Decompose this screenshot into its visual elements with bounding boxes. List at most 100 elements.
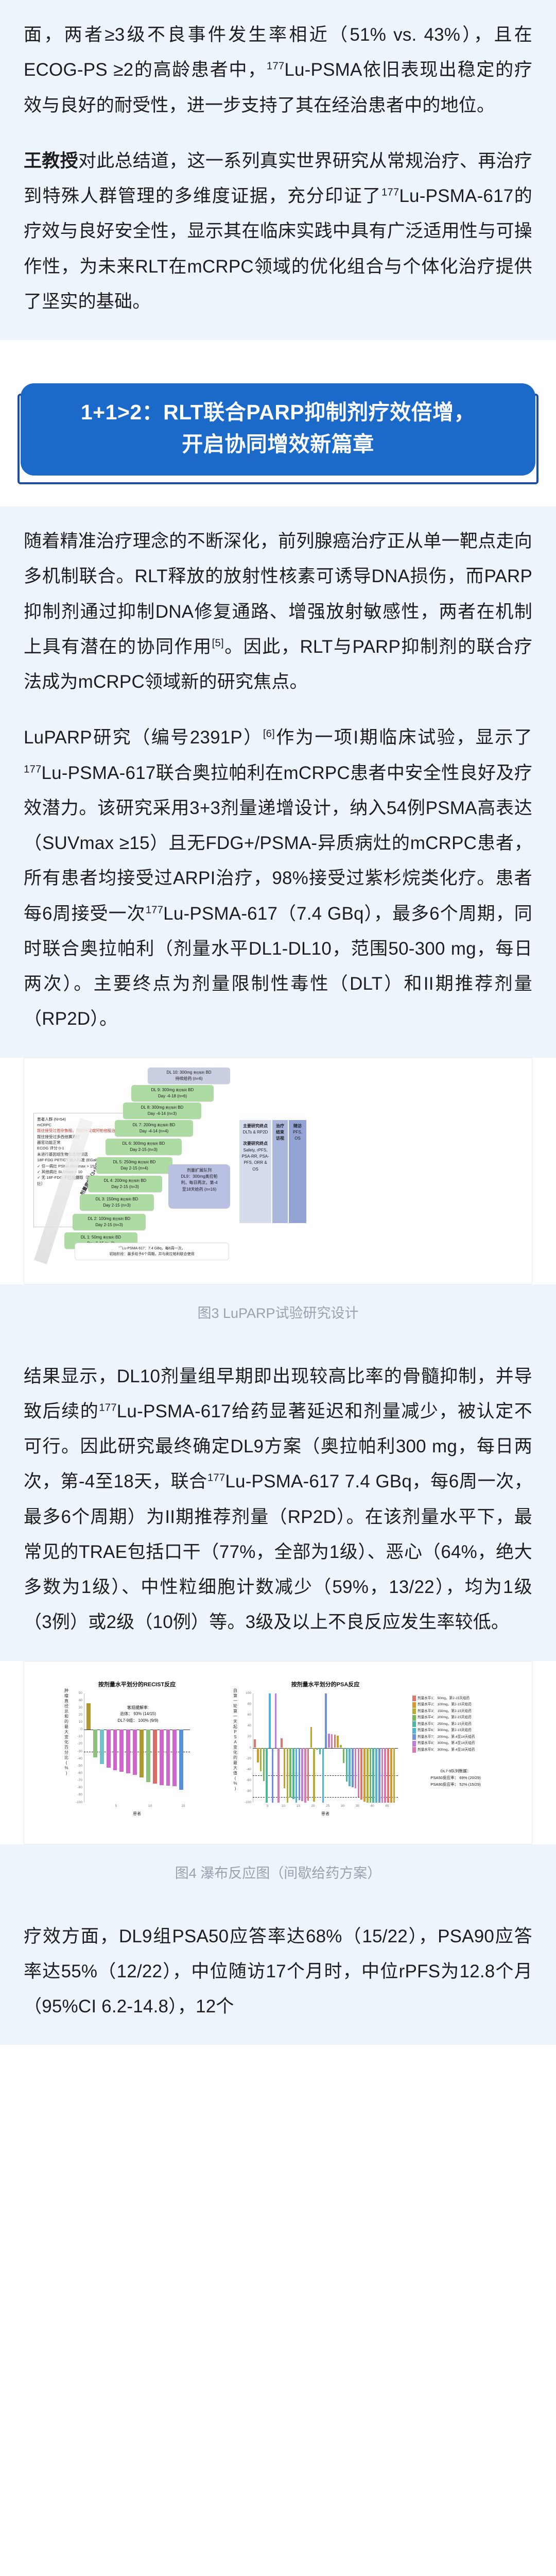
footnote-line-1: 177Lu-PSMA-617：7.4 GBq，每6周一次。 [118, 1245, 185, 1250]
chart-bar [266, 1748, 268, 1803]
paragraph-4: LuPARP研究（编号2391P）[6]作为一项I期临床试验，显示了177Lu-… [24, 720, 532, 1037]
superscript-ref: 177 [24, 763, 42, 775]
figure4-caption: 图4 瀑布反应图（间歇给药方案） [0, 1844, 556, 1882]
dose-level-drug: 奥拉帕利 [112, 1217, 124, 1221]
legend-item: 剂量水平7： 200mg，第-4至14天给药 [412, 1734, 475, 1741]
text-run: 面，两者≥3级不良事件发生率相近（51% vs. 43%），且在ECOG-PS … [24, 25, 532, 80]
chart-bar [372, 1748, 374, 1803]
text-run: 。因此，RLT与PARP抑制剂的联合疗法成为mCRPC领域新的研究焦点。 [24, 636, 532, 692]
text-card-top: 面，两者≥3级不良事件发生率相近（51% vs. 43%），且在ECOG-PS … [0, 0, 556, 340]
orr-annotation: 客观缓解率:总体： 93% (14/15)DL7-9组： 100% (9/9) [117, 1705, 159, 1723]
y-tick-label: -50 [77, 1764, 82, 1768]
dose-level-bd: BD [141, 1178, 147, 1183]
legend-label: 剂量水平3： 150mg，第2-15天给药 [418, 1709, 472, 1713]
expansion-title: 剂量扩展队列 [187, 1167, 212, 1173]
banner-line-2: 开启协同增效新篇章 [182, 432, 374, 456]
chart-bar [269, 1693, 271, 1748]
x-tick-label: 45 [385, 1804, 389, 1808]
chart-bar [307, 1748, 309, 1801]
dose-level-schedule: 持续给药 (n=6) [175, 1076, 203, 1081]
y-tick-label: -60 [77, 1771, 82, 1775]
dose-level-schedule: Day 2-15 (n=3) [103, 1202, 131, 1208]
chart-bar [281, 1738, 283, 1748]
x-tick-label: 35 [355, 1804, 359, 1808]
y-tick-label: -80 [77, 1786, 82, 1790]
chart-bar [325, 1693, 327, 1748]
x-tick-label: 15 [296, 1804, 300, 1808]
chart-bar [179, 1730, 184, 1790]
legend-item: 剂量水平9： 300mg，第-4至18天给药 [412, 1747, 475, 1754]
chart-bar [106, 1730, 111, 1768]
chart-bar [304, 1748, 306, 1803]
dosing-footnote-box: 177Lu-PSMA-617：7.4 GBq，每6周一次。初始阶段：最多给予6个… [75, 1242, 229, 1260]
y-tick-label: -10 [77, 1735, 82, 1739]
chart-bar [113, 1730, 117, 1771]
x-tick-label: 15 [181, 1804, 185, 1808]
chart-bar [159, 1730, 164, 1785]
chart-bar [313, 1748, 315, 1802]
dose-level-bd: BD [125, 1216, 131, 1221]
y-tick-label: -60 [246, 1778, 251, 1783]
primary-endpoint-title: 主要研究终点 [243, 1123, 268, 1128]
x-tick-label: 25 [326, 1804, 330, 1808]
emphasis-text: 王教授 [24, 150, 78, 171]
dose-level-bd: BD [178, 1105, 184, 1110]
dose-level-schedule: Day 2-15 (n=4) [120, 1165, 148, 1171]
criteria-line: mCRPC [37, 1122, 51, 1127]
paragraph-5: 结果显示，DL10剂量组早期即出现较高比率的骨髓抑制，并导致后续的177Lu-P… [24, 1359, 532, 1640]
chart-bar [140, 1730, 144, 1778]
dose-level-label: DL 2: 100mg [88, 1216, 112, 1221]
chart-bar [381, 1748, 384, 1803]
dose-level-bd: BD [159, 1141, 165, 1146]
chart-bar [254, 1739, 256, 1748]
text-card-section2: 随着精准治疗理念的不断深化，前列腺癌治疗正从单一靶点走向多机制联合。RLT释放的… [0, 506, 556, 1058]
legend-swatch [412, 1734, 416, 1740]
chart-bar [172, 1730, 177, 1787]
legend-swatch [412, 1702, 416, 1708]
y-tick-label: -100 [75, 1800, 82, 1804]
y-axis-label: 肿瘤直径总和的最大变化百分比(%) [64, 1688, 68, 1775]
chart-bar [99, 1730, 104, 1764]
x-tick-label: 10 [148, 1804, 152, 1808]
dose-level-bd: BD [188, 1087, 194, 1092]
text-card-results: 结果显示，DL10剂量组早期即出现较高比率的骨髓抑制，并导致后续的177Lu-P… [0, 1341, 556, 1661]
y-tick-label: -80 [246, 1789, 251, 1793]
chart-bar [292, 1748, 294, 1800]
dose-level-label: DL 7: 200mg [132, 1122, 157, 1127]
chart-bar [393, 1748, 395, 1803]
text-card-efficacy: 疗效方面，DL9组PSA50应答率达68%（15/22），PSA90应答率达55… [0, 1901, 556, 2045]
y-tick-label: 80 [247, 1702, 251, 1706]
chart-bar [166, 1730, 170, 1786]
criteria-check: ✓ 其他病灶 SUVmax > 10 [37, 1170, 83, 1175]
chart-bar [375, 1748, 377, 1803]
legend-item: 剂量水平3： 150mg，第2-15天给药 [412, 1708, 475, 1715]
y-tick-label: 0 [249, 1745, 251, 1750]
chart-bar [352, 1748, 354, 1787]
text-run: Lu-PSMA-617联合奥拉帕利在mCRPC患者中安全性良好及疗效潜力。该研究… [24, 762, 532, 924]
chart-bar [384, 1748, 387, 1803]
y-tick-label: 60 [247, 1713, 251, 1717]
figure3-caption: 图3 LuPARP试验研究设计 [0, 1284, 556, 1322]
superscript-ref: 177 [145, 904, 164, 916]
chart-bar [126, 1730, 131, 1773]
dose-level-label: DL 5: 250mg [113, 1159, 137, 1164]
chart-bar [369, 1748, 372, 1803]
legend-item: 剂量水平8： 300mg，第-4至14天给药 [412, 1740, 475, 1747]
chart-bar [349, 1748, 351, 1786]
dl79-cohort-note: DL7-9队列数据：PSA50反应率： 69% (20/29)PSA90反应率：… [430, 1768, 481, 1787]
legend-item: 剂量水平6： 300mg，第2-15天给药 [412, 1727, 475, 1734]
chart-bar [334, 1735, 336, 1748]
dose-level-drug: 奥拉帕利 [193, 1071, 205, 1075]
chart-title: 按剂量水平划分的RECIST反应 [98, 1681, 176, 1688]
chart-bar [331, 1734, 333, 1748]
banner-line-1: 1+1>2：RLT联合PARP抑制剂疗效倍增， [80, 400, 476, 424]
followup-text: PFS, OS [293, 1129, 302, 1141]
criteria-line: 既往接受过多西他赛治疗 [37, 1134, 80, 1139]
superscript-ref: 177 [381, 187, 399, 198]
dose-level-drug: 奥拉帕利 [165, 1106, 177, 1110]
paragraph-2: 王教授对此总结道，这一系列真实世界研究从常规治疗、再治疗到特殊人群管理的多维度证… [24, 144, 532, 319]
